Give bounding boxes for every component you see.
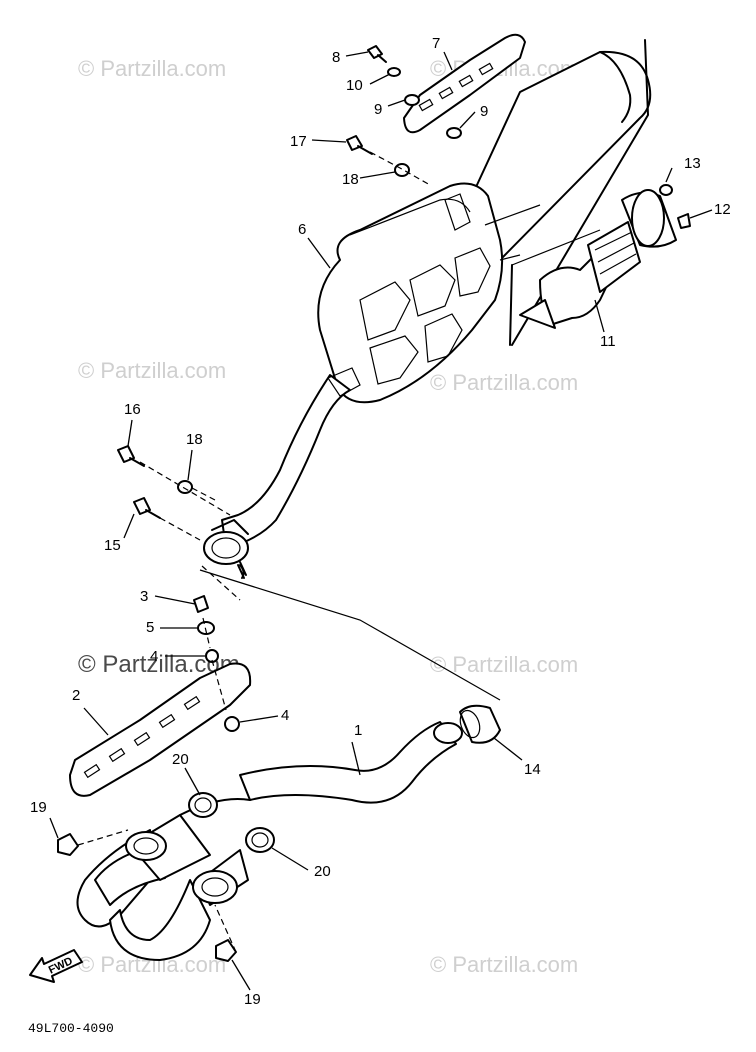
callout-18b: 18 — [186, 431, 203, 448]
callout-20a: 20 — [172, 751, 189, 768]
watermark: © Partzilla.com — [430, 370, 578, 395]
callout-10: 10 — [346, 77, 363, 94]
callout-9b: 9 — [480, 103, 488, 120]
heat-protector-lower — [69, 662, 252, 797]
callout-16: 16 — [124, 401, 141, 418]
callout-12: 12 — [714, 201, 731, 218]
callout-2: 2 — [72, 687, 80, 704]
muffler-assembly — [203, 39, 652, 579]
callout-17: 17 — [290, 133, 307, 150]
forward-arrow-icon: FWD — [29, 949, 83, 983]
leader-lines — [49, 51, 713, 991]
callout-13: 13 — [684, 155, 701, 172]
drawing-code: 49L700-4090 — [28, 1021, 114, 1036]
callout-20b: 20 — [314, 863, 331, 880]
watermark: © Partzilla.com — [78, 358, 226, 383]
callout-14: 14 — [524, 761, 541, 778]
callout-11: 11 — [600, 333, 616, 350]
callout-4a: 4 — [150, 648, 158, 665]
callout-9a: 9 — [374, 101, 382, 118]
watermark: © Partzilla.com — [78, 56, 226, 81]
callout-19b: 19 — [244, 991, 261, 1008]
fasteners — [57, 45, 691, 962]
callout-7: 7 — [432, 35, 440, 52]
callout-5: 5 — [146, 619, 154, 636]
callout-15: 15 — [104, 537, 121, 554]
callout-4b: 4 — [281, 707, 289, 724]
callout-18a: 18 — [342, 171, 359, 188]
exhaust-pipe — [76, 721, 463, 961]
callout-19a: 19 — [30, 799, 47, 816]
forward-label: FWD — [47, 955, 75, 976]
heat-protector-upper — [403, 33, 526, 134]
callouts: 1 2 3 4 4 5 6 7 8 9 9 10 11 12 13 14 15 … — [30, 35, 731, 1008]
spark-arrester — [519, 189, 677, 329]
watermark: © Partzilla.com — [430, 952, 578, 977]
callout-6: 6 — [298, 221, 306, 238]
watermark: © Partzilla.com — [430, 652, 578, 677]
callout-8: 8 — [332, 49, 340, 66]
watermarks: © Partzilla.com © Partzilla.com © Partzi… — [78, 56, 578, 977]
callout-1: 1 — [354, 722, 362, 739]
callout-3: 3 — [140, 588, 148, 605]
